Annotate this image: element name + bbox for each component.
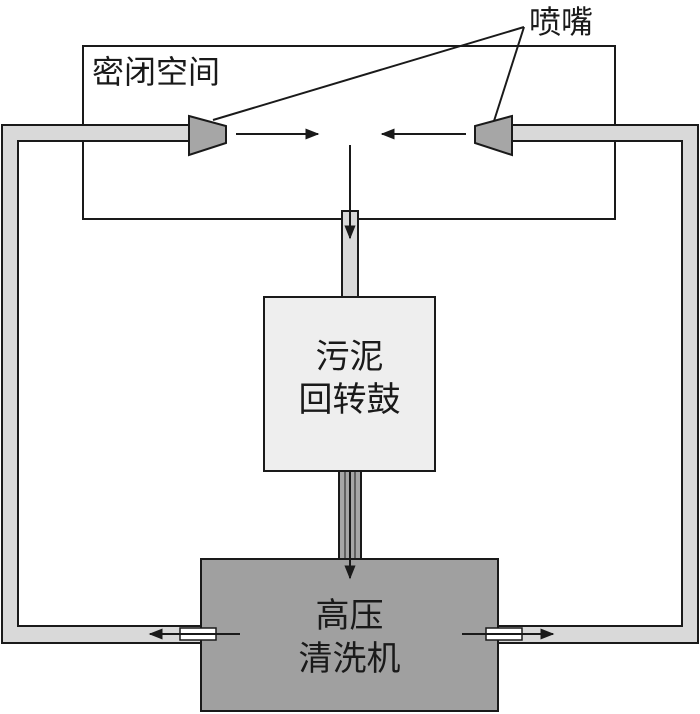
nozzle-leader-right (493, 26, 525, 122)
nozzle-label: 喷嘴 (529, 3, 594, 41)
left-nozzle (188, 114, 227, 157)
drum-label-line2: 回转鼓 (298, 379, 401, 420)
cleaner-label-line2: 清洗机 (298, 638, 401, 679)
drum-label-line1: 污泥 (315, 337, 384, 377)
right-nozzle (474, 114, 513, 157)
drum-label: 污泥 回转鼓 (264, 336, 435, 421)
left-return-pipe (1, 124, 207, 644)
high-pressure-cleaner-box (200, 558, 499, 712)
nozzle-leader-left (212, 26, 525, 121)
right-return-pipe (495, 124, 699, 644)
sludge-drum-box (263, 296, 436, 472)
cleaner-label: 高压 清洗机 (201, 595, 498, 680)
enclosure-label: 密闭空间 (92, 53, 221, 91)
cleaner-label-line1: 高压 (315, 596, 384, 636)
